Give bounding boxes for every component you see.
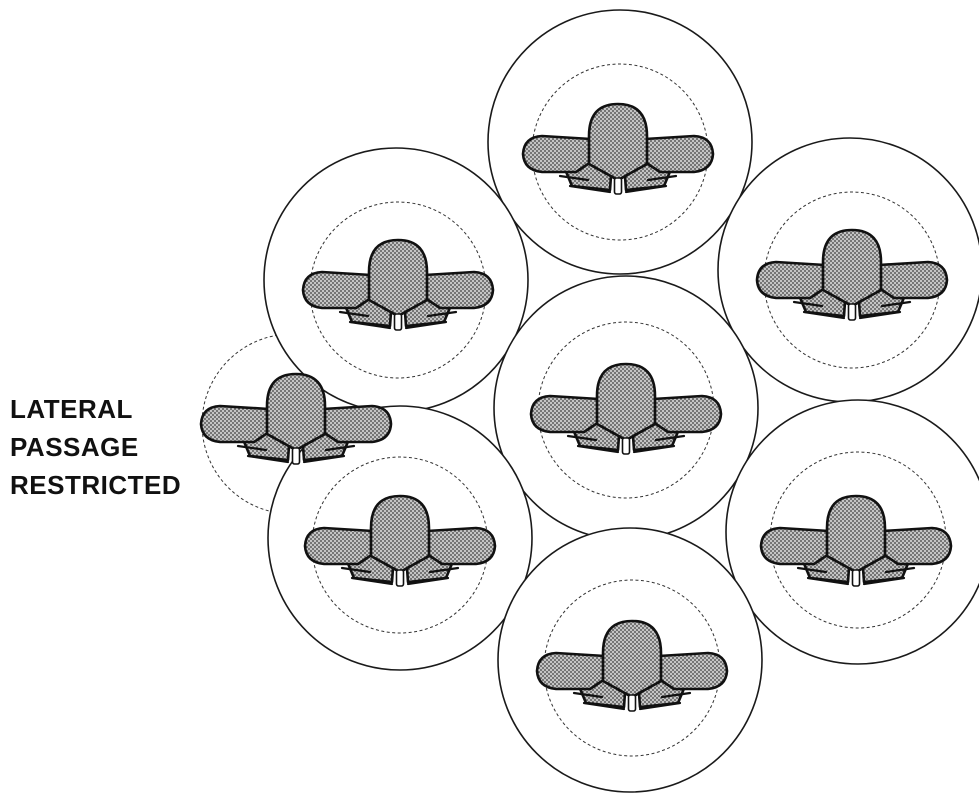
label-line-3: RESTRICTED [10,470,181,500]
label-line-1: LATERAL [10,394,133,424]
lateral-passage-label: LATERAL PASSAGE RESTRICTED [10,394,181,500]
label-line-2: PASSAGE [10,432,139,462]
